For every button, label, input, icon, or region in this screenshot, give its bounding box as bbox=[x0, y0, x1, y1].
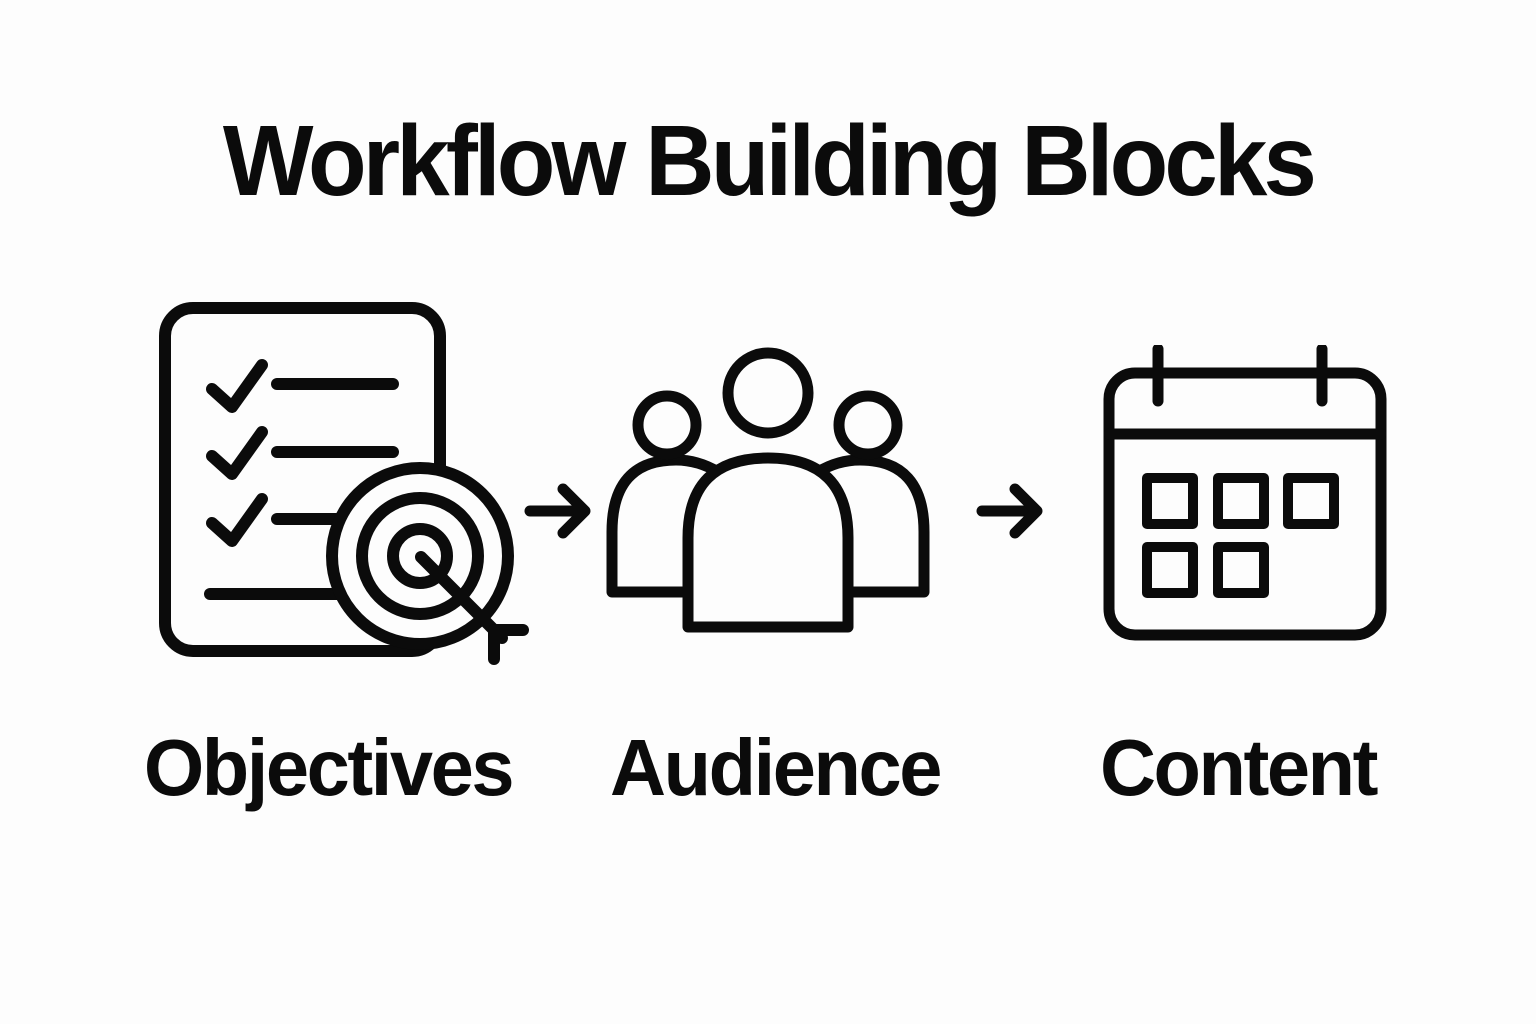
right-person-body bbox=[810, 454, 930, 598]
calendar-body bbox=[1103, 367, 1387, 641]
diagram-title: Workflow Building Blocks bbox=[222, 105, 1317, 217]
right-person-head bbox=[833, 390, 903, 460]
calendar-day-2 bbox=[1213, 473, 1269, 529]
checkmark-1 bbox=[206, 359, 268, 413]
step-label-content: Content bbox=[1099, 723, 1379, 812]
calendar-day-4 bbox=[1142, 542, 1198, 598]
step-label-audience: Audience bbox=[610, 723, 942, 812]
checklist-target-icon bbox=[159, 302, 529, 665]
left-person-head bbox=[632, 390, 702, 460]
checkmark-3 bbox=[206, 493, 268, 547]
people-group-icon bbox=[606, 347, 930, 633]
calendar-day-5 bbox=[1213, 542, 1269, 598]
calendar-icon bbox=[1103, 345, 1387, 641]
arrow-head bbox=[1009, 483, 1043, 539]
calendar-day-1 bbox=[1142, 473, 1198, 529]
target-middle-ring bbox=[356, 492, 484, 620]
checkmark-2 bbox=[206, 426, 268, 480]
target-bullseye bbox=[387, 523, 453, 589]
center-person-head bbox=[722, 347, 814, 439]
arrow-head bbox=[557, 483, 591, 539]
left-person-body bbox=[606, 454, 726, 598]
center-person-body bbox=[682, 452, 854, 633]
right-arrow-icon bbox=[524, 483, 591, 539]
right-arrow-icon bbox=[976, 483, 1043, 539]
dart-shaft bbox=[415, 551, 508, 644]
step-label-objectives: Objectives bbox=[143, 723, 515, 812]
calendar-day-3 bbox=[1283, 473, 1339, 529]
